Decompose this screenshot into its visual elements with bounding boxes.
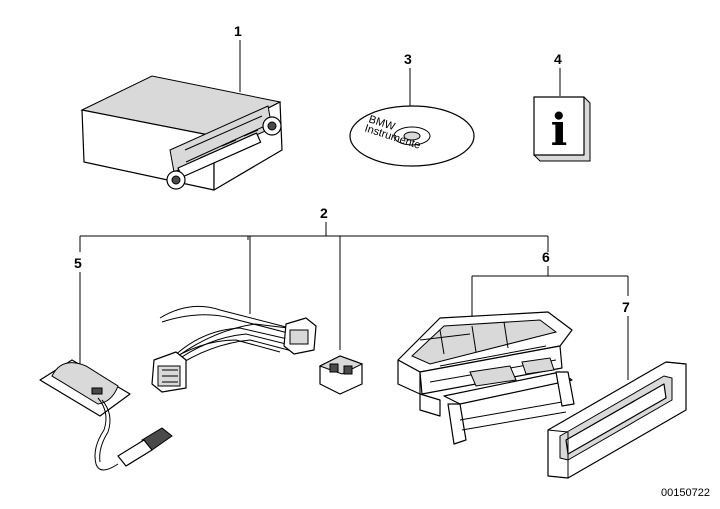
mounting-frame: [397, 311, 575, 445]
antenna: [39, 359, 173, 471]
leader-2-group: [79, 222, 549, 350]
part-number-5: 5: [74, 255, 82, 271]
wiring-harness: [151, 305, 317, 393]
part-number-7: 7: [622, 299, 630, 315]
part-number-4: 4: [554, 51, 562, 67]
relay-connector: [318, 355, 364, 395]
info-sign: i: [533, 96, 591, 162]
software-cd: BMW Instrumente: [349, 105, 475, 167]
part-number-2: 2: [320, 205, 328, 221]
part-number-1: 1: [234, 23, 242, 39]
part-number-6: 6: [542, 249, 550, 265]
info-icon: i: [551, 105, 568, 156]
trim-panel: [547, 361, 687, 479]
diagram-code: 00150722: [661, 487, 710, 499]
radio-unit: [80, 75, 283, 191]
part-number-3: 3: [404, 51, 412, 67]
